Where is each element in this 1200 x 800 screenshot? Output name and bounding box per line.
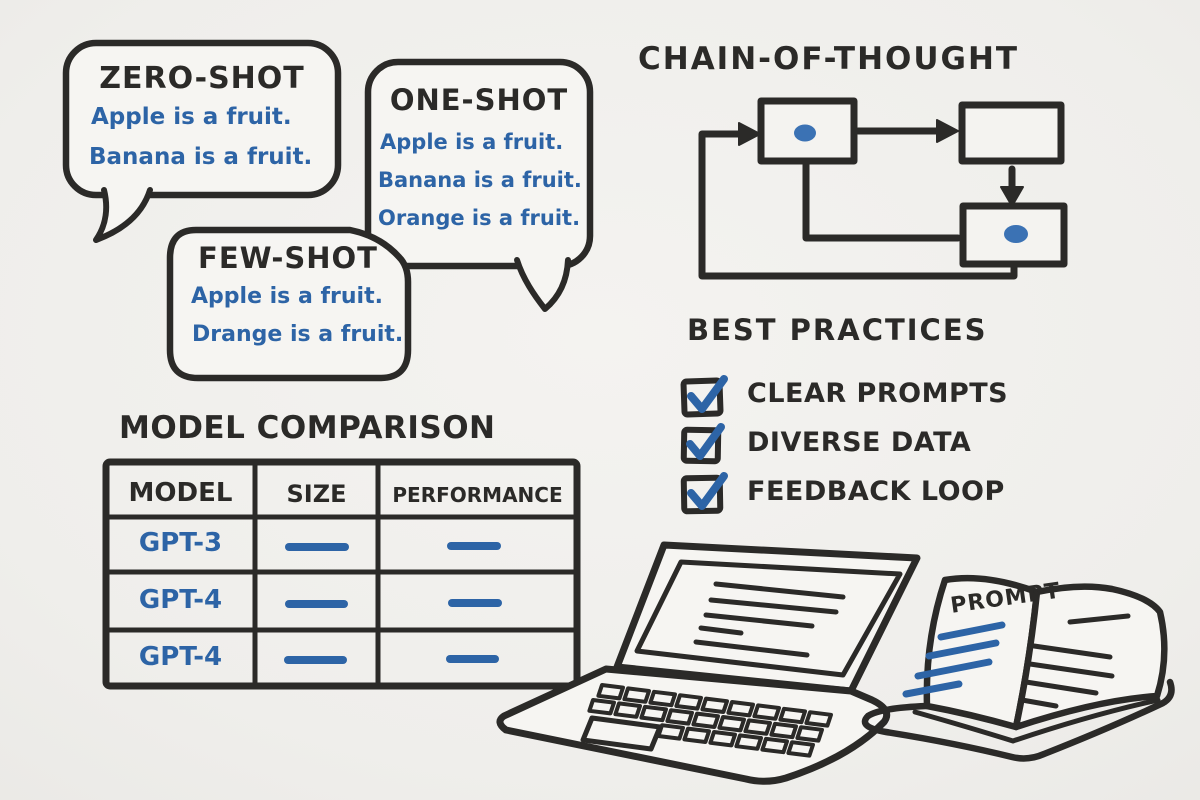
size-dash-row3 [284, 656, 347, 664]
book-illustration [861, 574, 1175, 762]
model-comparison-title: MODEL COMPARISON [119, 410, 496, 446]
chain-of-thought-diagram [698, 97, 1068, 280]
size-dash-row2 [285, 600, 348, 608]
checkmark-icon [687, 375, 728, 413]
table-cell-model-row3: GPT-4 [138, 642, 223, 672]
table-cell-model-row1: GPT-3 [138, 528, 223, 558]
checklist-item-feedback-loop: FEEDBACK LOOP [747, 476, 1005, 507]
book-blue-lines [902, 621, 1006, 698]
checkbox-feedback-loop [680, 472, 728, 515]
book-page-stack [912, 697, 1161, 744]
bubble-tail [514, 257, 571, 312]
chain-of-thought-title: CHAIN-OF-THOUGHT [638, 41, 1020, 77]
cot-connector [802, 159, 962, 242]
zero-shot-title: ZERO-SHOT [99, 61, 305, 96]
size-dash-row1 [285, 543, 349, 551]
laptop-trackpad [580, 715, 663, 752]
laptop-screen-text-lines [693, 581, 846, 658]
cot-node-2 [958, 101, 1065, 165]
table-header-model: MODEL [128, 478, 233, 508]
performance-dash-row3 [446, 655, 499, 663]
laptop-screen-bezel [634, 559, 903, 678]
book-ink-lines [1019, 613, 1131, 709]
table-header-performance: PERFORMANCE [392, 483, 563, 507]
model-comparison-table-grid [102, 458, 581, 690]
cot-node-1-dot [794, 124, 816, 142]
one-shot-line-1: Apple is a fruit. [380, 130, 564, 154]
checklist-item-clear-prompts: CLEAR PROMPTS [747, 378, 1009, 409]
one-shot-line-3: Orange is a fruit. [378, 206, 581, 230]
laptop-keyboard-keys [587, 683, 833, 758]
zero-shot-line-1: Apple is a fruit. [91, 104, 292, 130]
bubble-tail [93, 187, 153, 243]
checkbox-clear-prompts [680, 375, 728, 418]
cot-arrowhead-1-2 [936, 119, 959, 143]
cot-arrowhead-2-3 [1000, 186, 1024, 207]
best-practices-title: BEST PRACTICES [687, 313, 988, 347]
one-shot-title: ONE-SHOT [389, 83, 569, 117]
few-shot-line-2: Drange is a fruit. [192, 322, 404, 347]
cot-loop-wire [698, 130, 1018, 280]
zero-shot-line-2: Banana is a fruit. [89, 144, 313, 170]
checkbox-diverse-data [680, 423, 725, 465]
few-shot-line-1: Apple is a fruit. [191, 284, 383, 309]
checkmark-icon [686, 423, 725, 460]
book-right-page [1012, 583, 1168, 731]
cot-loop-arrowhead [738, 122, 761, 146]
one-shot-line-2: Banana is a fruit. [378, 168, 582, 192]
few-shot-title: FEW-SHOT [198, 241, 378, 275]
speech-bubble-few-shot [166, 226, 412, 382]
performance-dash-row1 [447, 542, 501, 550]
checkmark-icon [687, 472, 728, 510]
checklist-item-diverse-data: DIVERSE DATA [747, 427, 972, 458]
laptop-illustration [496, 541, 921, 785]
cot-node-3-dot [1004, 225, 1028, 243]
table-cell-model-row2: GPT-4 [138, 585, 223, 615]
performance-dash-row2 [448, 599, 502, 607]
speech-bubble-zero-shot [62, 39, 342, 243]
table-header-size: SIZE [286, 480, 347, 508]
speech-bubble-one-shot [364, 58, 594, 312]
book-cover-edge [861, 678, 1175, 762]
